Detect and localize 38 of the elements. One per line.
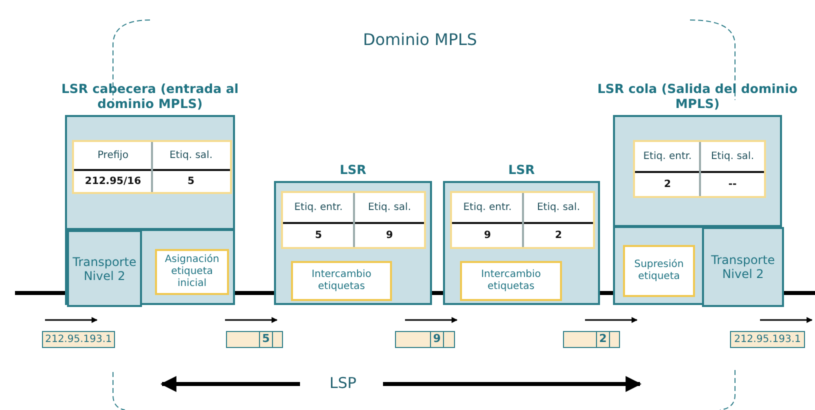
connection-line	[15, 291, 65, 295]
table-header: Etiq. entr.	[642, 150, 693, 164]
router-heading: LSR cola (Salida del dominio MPLS)	[596, 81, 799, 111]
process-box: Asignación etiqueta inicial	[155, 249, 229, 295]
process-box: Supresión etiqueta	[623, 245, 695, 297]
process-box: Intercambio etiquetas	[460, 261, 562, 301]
table-header: Etiq. sal.	[536, 201, 582, 215]
table-header: Prefijo	[96, 149, 130, 163]
label-number: 2	[596, 331, 610, 348]
connection-line	[235, 291, 274, 295]
domain-label: Dominio MPLS	[362, 30, 478, 51]
router-heading: LSR	[507, 162, 536, 177]
process-box: Intercambio etiquetas	[291, 261, 392, 301]
table-header: Etiq. sal.	[710, 150, 756, 164]
packet-address: 212.95.193.1	[730, 331, 805, 348]
table-header: Etiq. entr.	[462, 201, 513, 215]
layer-cell: Transporte Nivel 2	[67, 230, 142, 307]
table-value: 9	[483, 228, 492, 242]
table-value: 2	[663, 178, 672, 192]
table-value: 5	[186, 174, 196, 188]
table-value: 212.95/16	[84, 174, 142, 188]
label-number: 5	[259, 331, 273, 348]
table-value: 2	[554, 228, 563, 242]
router-heading: LSR	[338, 162, 368, 177]
connection-line	[782, 291, 815, 295]
packet-address: 212.95.193.1	[42, 331, 115, 348]
label-number: 9	[430, 331, 444, 348]
table-value: 5	[314, 228, 323, 242]
path-label: LSP	[328, 374, 358, 394]
table-value: --	[727, 178, 738, 192]
table-value: 9	[385, 228, 394, 242]
table-header: Etiq. sal.	[366, 201, 412, 215]
connection-line	[600, 291, 613, 295]
table-header: Etiq. sal.	[168, 149, 214, 163]
layer-cell: Transporte Nivel 2	[702, 227, 784, 307]
table-header: Etiq. entr.	[293, 201, 344, 215]
connection-line	[432, 291, 443, 295]
router-heading: LSR cabecera (entrada al dominio MPLS)	[60, 81, 240, 111]
